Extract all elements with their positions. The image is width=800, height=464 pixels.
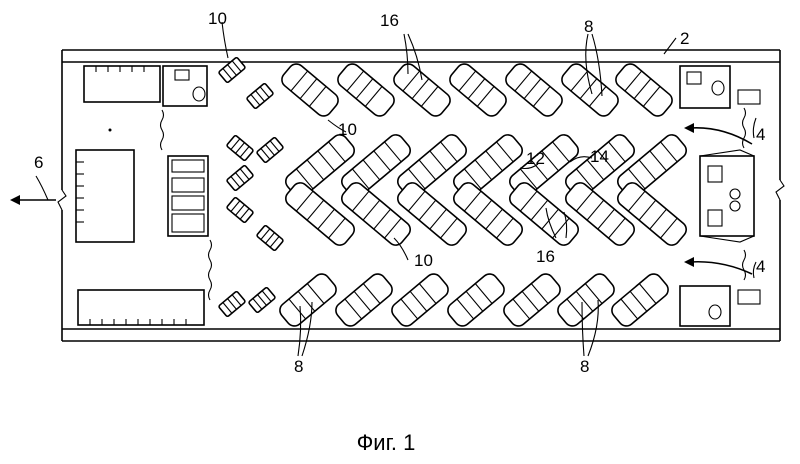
- label-6: 6: [34, 153, 43, 172]
- label-8-top: 8: [584, 17, 593, 36]
- label-16-top: 16: [380, 11, 399, 30]
- label-4-upper: 4: [756, 125, 765, 144]
- crew-seats: [218, 56, 284, 318]
- label-8-bottom-left: 8: [294, 357, 303, 376]
- label-4-lower: 4: [756, 257, 765, 276]
- label-12: 12: [526, 149, 545, 168]
- seat-row-bottom: [279, 273, 669, 327]
- galley-area: [75, 65, 213, 326]
- exit-arrow: [10, 175, 56, 205]
- seat-row-top: [281, 63, 673, 117]
- label-14: 14: [590, 147, 609, 166]
- leader-lines: [221, 21, 757, 357]
- label-10-mid: 10: [338, 120, 357, 139]
- right-facilities: [679, 65, 761, 327]
- door-arrow-lower: [684, 257, 753, 275]
- fuselage-walls: [57, 49, 785, 342]
- label-10-top: 10: [208, 9, 227, 28]
- seat-row-middle: [285, 134, 687, 246]
- label-8-bottom-right: 8: [580, 357, 589, 376]
- label-16-low: 16: [536, 247, 555, 266]
- figure-caption: Фиг. 1: [357, 430, 416, 455]
- label-10-low: 10: [414, 251, 433, 270]
- door-arrow-upper: [684, 123, 753, 145]
- label-2: 2: [680, 29, 689, 48]
